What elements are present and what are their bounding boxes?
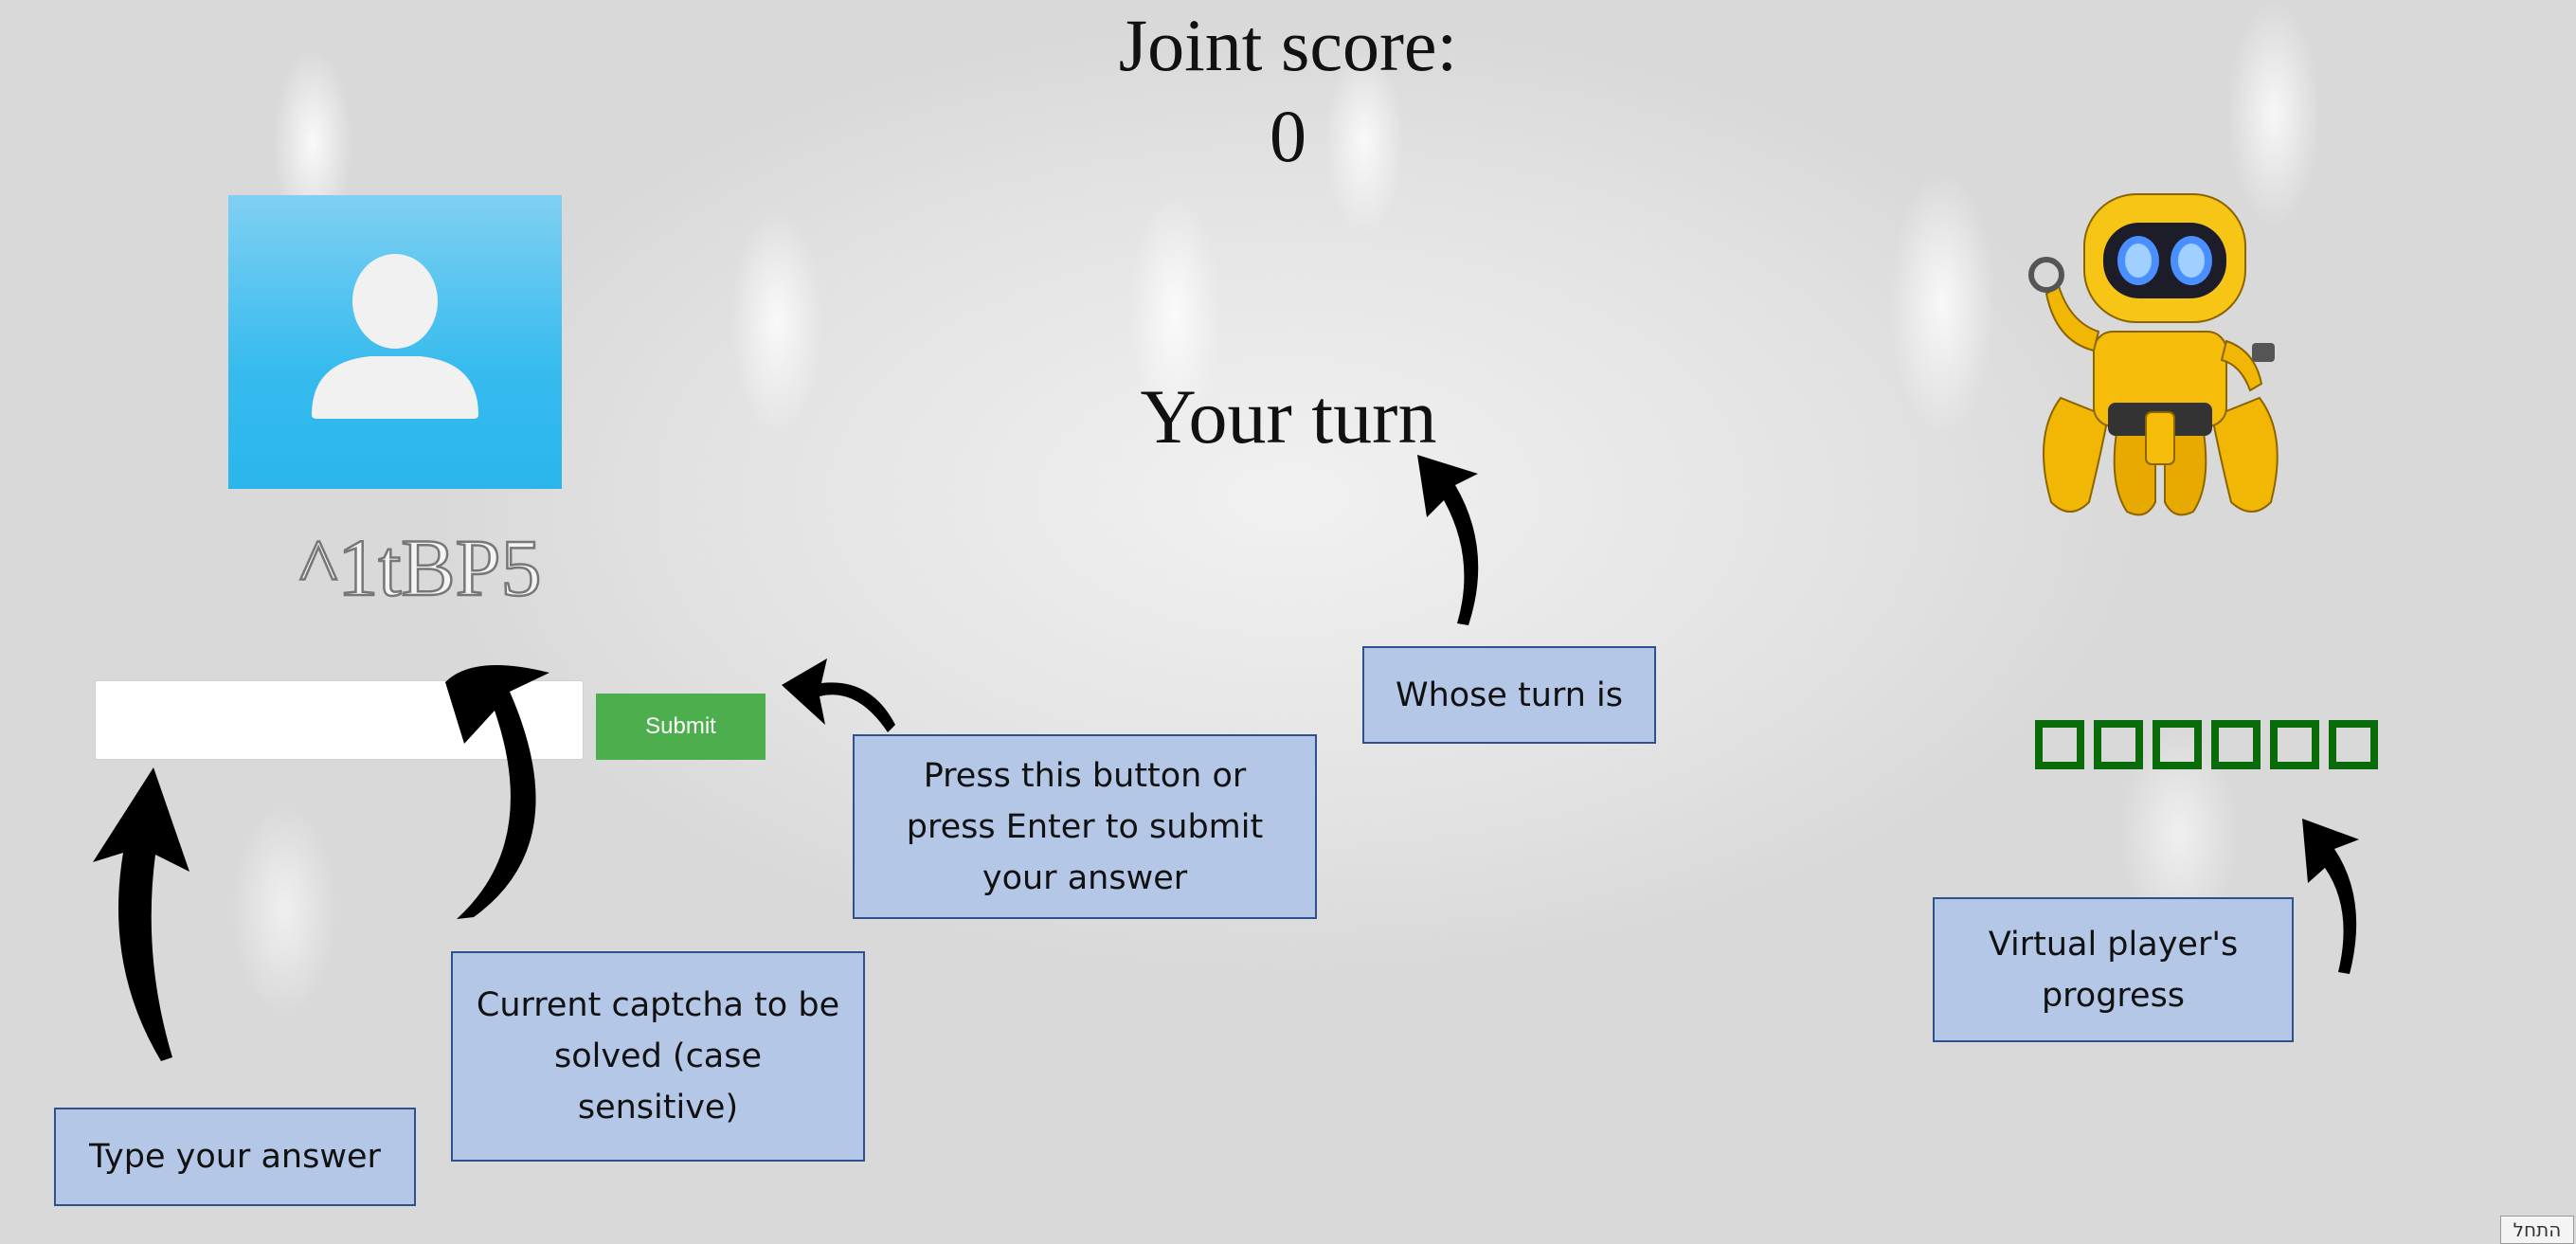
progress-box <box>2035 720 2084 769</box>
callout-virtual-progress: Virtual player's progress <box>1933 897 2294 1042</box>
robot-icon <box>2004 180 2316 531</box>
joint-score-label: Joint score: <box>1118 4 1458 86</box>
progress-box <box>2094 720 2143 769</box>
arrow-to-turn-icon <box>1417 455 1479 625</box>
turn-indicator: Your turn <box>1140 373 1437 460</box>
joint-score: Joint score: 0 <box>0 0 2576 182</box>
callout-captcha-info: Current captcha to be solved (case sensi… <box>451 951 865 1162</box>
callout-type-answer: Type your answer <box>54 1108 416 1206</box>
start-tag[interactable]: התחל <box>2500 1216 2574 1244</box>
virtual-player-progress <box>2035 720 2378 769</box>
arrow-to-input-icon <box>93 767 189 1061</box>
progress-box <box>2153 720 2202 769</box>
callout-whose-turn: Whose turn is <box>1362 646 1656 744</box>
submit-button[interactable]: Submit <box>596 694 766 760</box>
captcha-display: ^1tBP5 <box>294 512 578 616</box>
captcha-text: ^1tBP5 <box>299 522 541 613</box>
progress-box <box>2211 720 2261 769</box>
user-avatar-icon <box>228 195 562 489</box>
progress-box <box>2270 720 2319 769</box>
joint-score-value: 0 <box>1270 95 1306 177</box>
progress-box <box>2329 720 2378 769</box>
callout-submit-info: Press this button or press Enter to subm… <box>853 734 1317 919</box>
arrow-to-submit-icon <box>782 658 895 732</box>
arrow-to-captcha-icon <box>445 665 549 919</box>
arrow-to-progress-icon <box>2302 819 2359 974</box>
